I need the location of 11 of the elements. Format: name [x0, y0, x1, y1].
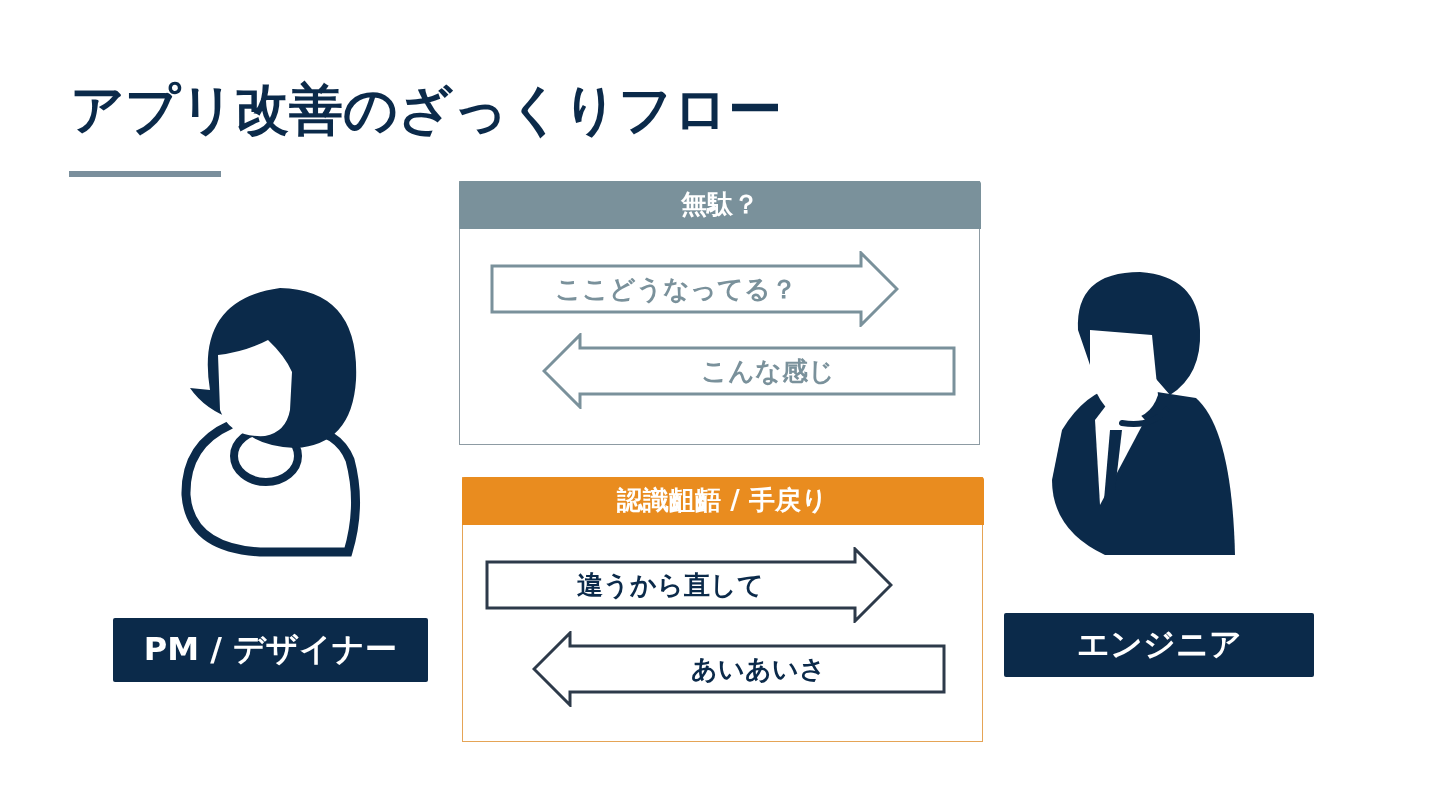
panel-heading: 無駄？: [458, 180, 981, 229]
panel-heading: 認識齟齬 / 手戻り: [461, 476, 984, 525]
title: アプリ改善のざっくりフロー: [70, 78, 782, 142]
arrow-label: あいあいさ: [689, 653, 827, 686]
arrow-label: こんな感じ: [700, 355, 836, 388]
panel-box: [459, 181, 980, 445]
arrow-label: 違うから直して: [575, 569, 765, 602]
role-label: PM / デザイナー: [113, 618, 428, 682]
arrow-label: ここどうなってる？: [553, 273, 798, 306]
role-label: エンジニア: [1004, 613, 1314, 677]
panel-box: [462, 477, 983, 742]
